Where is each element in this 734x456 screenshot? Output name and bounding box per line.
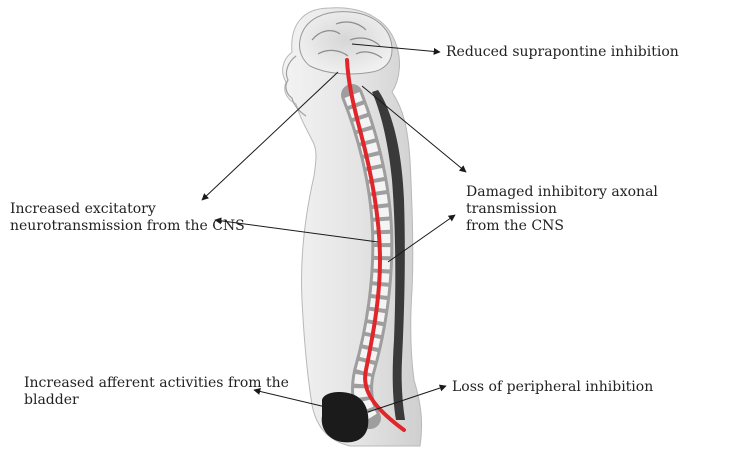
brain-folds xyxy=(311,21,383,59)
arrow-peripheral xyxy=(367,384,447,413)
spinal-cord xyxy=(345,58,406,432)
label-peripheral-text: Loss of peripheral inhibition xyxy=(452,379,654,395)
arrow-suprapontine xyxy=(351,43,441,55)
arrow-damaged-spine xyxy=(387,214,456,263)
face-profile xyxy=(285,55,307,117)
arrow-damaged-head xyxy=(361,85,467,173)
bladder xyxy=(321,392,369,443)
label-excitatory-line2: neurotransmission from the CNS xyxy=(10,218,245,234)
label-excitatory-line1: Increased excitatory xyxy=(10,201,156,217)
label-afferent: Increased afferent activities from the b… xyxy=(24,375,289,409)
label-afferent-line1: Increased afferent activities from the xyxy=(24,375,289,391)
label-excitatory: Increased excitatory neurotransmission f… xyxy=(10,201,245,235)
label-suprapontine-text: Reduced suprapontine inhibition xyxy=(446,44,679,60)
arrow-excitatory xyxy=(201,71,339,201)
label-damaged-line1: Damaged inhibitory axonal transmission xyxy=(466,184,658,217)
label-suprapontine: Reduced suprapontine inhibition xyxy=(446,44,679,61)
label-damaged-line2: from the CNS xyxy=(466,218,564,234)
arrow-excitatory-spine xyxy=(214,217,379,243)
label-damaged-axonal: Damaged inhibitory axonal transmission f… xyxy=(466,184,734,235)
arrow-afferent xyxy=(253,388,331,409)
label-afferent-line2: bladder xyxy=(24,392,79,408)
label-peripheral: Loss of peripheral inhibition xyxy=(452,379,653,396)
brain-region xyxy=(299,11,393,75)
back-tissue xyxy=(372,90,405,420)
